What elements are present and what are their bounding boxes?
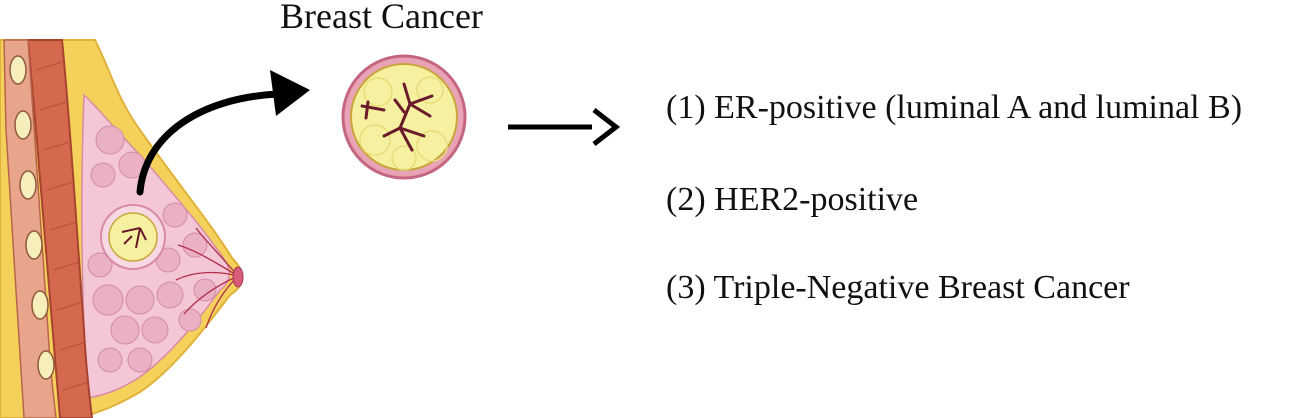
subtype-her2-positive: (2) HER2-positive bbox=[666, 181, 919, 218]
subtype-er-positive: (1) ER-positive (luminal A and luminal B… bbox=[666, 89, 1243, 126]
breast-anatomy-illustration bbox=[0, 39, 244, 418]
tumor-vessels bbox=[360, 82, 434, 152]
diagram-title: Breast Cancer bbox=[280, 0, 483, 36]
lobule-texture bbox=[87, 125, 217, 373]
pectoral-muscle bbox=[26, 39, 94, 418]
magnified-tumor bbox=[341, 54, 467, 180]
straight-arrow bbox=[508, 108, 621, 146]
muscle-fibers bbox=[35, 61, 90, 391]
tumor-in-breast bbox=[100, 204, 166, 270]
curved-arrow bbox=[136, 70, 310, 196]
ribs bbox=[9, 55, 55, 380]
nipple bbox=[232, 266, 244, 288]
subtype-triple-negative: (3) Triple-Negative Breast Cancer bbox=[666, 269, 1130, 306]
